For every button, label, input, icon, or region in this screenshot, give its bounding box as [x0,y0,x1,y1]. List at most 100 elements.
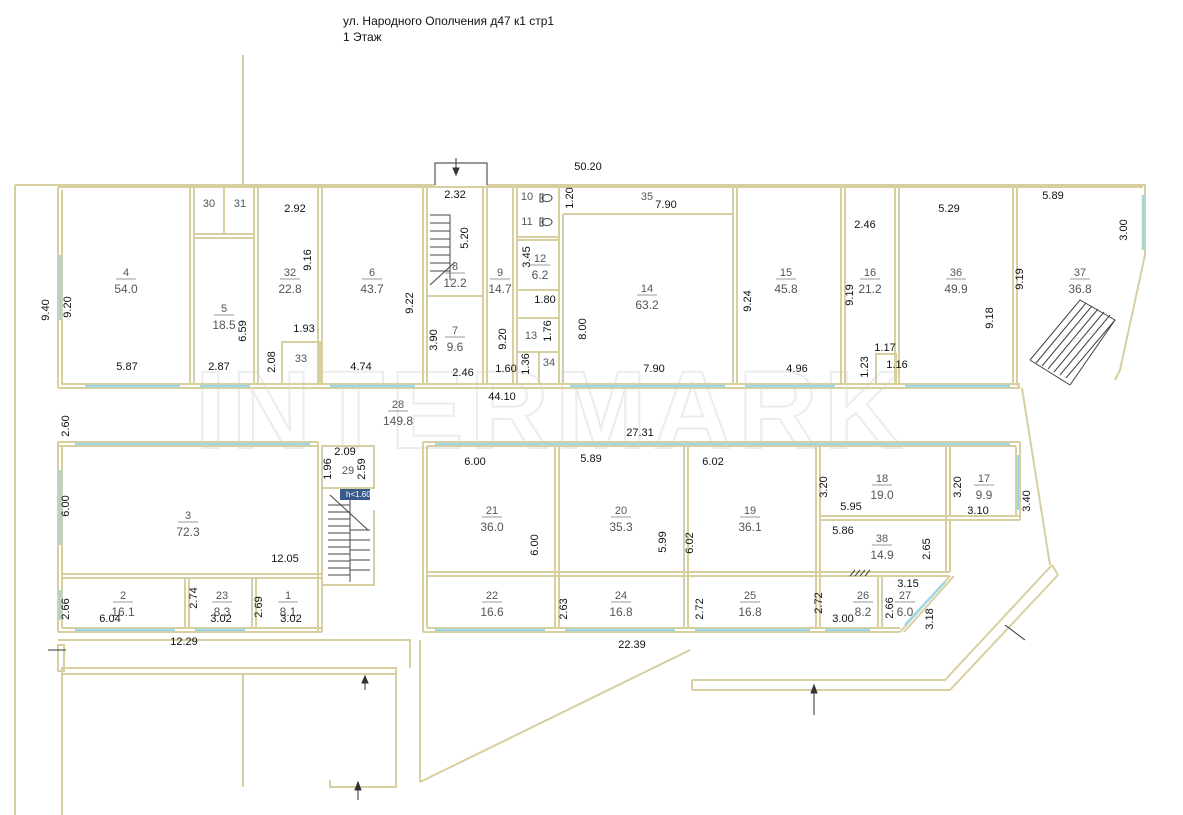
dimension-label: 2.87 [208,361,229,373]
room-area-9: 14.7 [488,282,512,296]
dimension-label: 3.18 [924,608,936,629]
ceiling-height-note: h<1.60 [346,490,371,499]
dimension-label: 2.46 [452,367,473,379]
dimension-label: 2.65 [921,538,933,559]
dimension-label: 2.66 [884,597,896,618]
room-number-21: 21 [486,505,498,517]
dimension-label: 3.02 [280,613,301,625]
room-number-14: 14 [641,283,653,295]
walls [14,55,1146,815]
room-number-9: 9 [497,267,503,279]
room-number-31: 31 [234,198,246,210]
room-number-5: 5 [221,303,227,315]
dimension-label: 9.24 [742,290,754,311]
room-number-30: 30 [203,198,215,210]
room-number-13: 13 [525,330,537,342]
room-number-16: 16 [864,267,876,279]
dimension-label: 3.90 [428,329,440,350]
dimension-label: 3.20 [818,476,830,497]
hatch-room-38 [849,569,871,577]
dimension-label: 2.60 [60,415,72,436]
plan-floor-label: 1 Этаж [343,30,382,44]
room-number-12: 12 [534,253,546,265]
dimension-label: 5.89 [1042,190,1063,202]
room-area-2: 16.1 [111,605,135,619]
room-number-24: 24 [615,590,627,602]
room-area-32: 22.8 [278,282,302,296]
dimension-label: 5.86 [832,525,853,537]
dimension-label: 5.95 [840,501,861,513]
room-number-27: 27 [899,590,911,602]
room-area-3: 72.3 [176,525,200,539]
room-number-3: 3 [185,510,191,522]
room-area-15: 45.8 [774,282,798,296]
dimension-label: 9.20 [62,296,74,317]
dimension-label: 5.89 [580,453,601,465]
dimension-label: 3.15 [897,578,918,590]
room-area-4: 54.0 [114,282,138,296]
room-area-12: 6.2 [532,268,549,282]
room-number-29: 29 [342,465,354,477]
room-number-22: 22 [486,590,498,602]
room-area-24: 16.8 [609,605,633,619]
room-number-35: 35 [641,191,653,203]
dimension-label: 2.08 [266,351,278,372]
room-area-38: 14.9 [870,548,894,562]
room-number-4: 4 [123,267,129,279]
dimension-label: 2.09 [334,446,355,458]
dimension-label: 4.96 [786,363,807,375]
dimension-label: 8.00 [577,318,589,339]
dimension-label: 1.76 [542,320,554,341]
room-area-22: 16.6 [480,605,504,619]
dimension-label: 1.17 [874,342,895,354]
watermark-logo: INTERMARK [195,349,909,472]
room-area-1: 8.1 [280,605,297,619]
room-number-7: 7 [452,325,458,337]
room-area-18: 19.0 [870,488,894,502]
stair-room-37 [1029,299,1116,386]
dimension-label: 1.96 [322,458,334,479]
windows [58,195,1145,632]
room-number-15: 15 [780,267,792,279]
dimension-label: 2.46 [854,219,875,231]
room-area-26: 8.2 [855,605,872,619]
stair-room-29 [328,494,370,582]
room-area-27: 6.0 [897,605,914,619]
dimension-label: 6.04 [99,613,120,625]
dimension-label: 5.29 [938,203,959,215]
room-area-21: 36.0 [480,520,504,534]
dimension-label: 5.20 [459,227,471,248]
dimension-label: 9.19 [844,284,856,305]
dimension-label: 12.05 [271,553,299,565]
room-area-7: 9.6 [447,340,464,354]
stair-room-8 [429,214,456,286]
toilet-fixtures [539,193,553,227]
room-number-6: 6 [369,267,375,279]
dimension-label: 1.60 [495,363,516,375]
dimension-label: 12.29 [170,636,198,648]
room-number-20: 20 [615,505,627,517]
dimension-label: 2.32 [444,189,465,201]
room-area-14: 63.2 [635,298,659,312]
dimension-label: 2.63 [558,598,570,619]
dimension-label: 2.92 [284,203,305,215]
dimension-label: 44.10 [488,391,516,403]
dimension-label: 1.36 [520,353,532,374]
room-number-19: 19 [744,505,756,517]
dimension-label: 9.20 [497,328,509,349]
dimension-label: 1.16 [886,359,907,371]
room-area-16: 21.2 [858,282,882,296]
room-area-8: 12.2 [443,276,467,290]
dimension-label: 9.18 [984,307,996,328]
room-area-28: 149.8 [383,414,413,428]
dimension-label: 3.00 [1118,219,1130,240]
dimension-label: 6.59 [237,320,249,341]
room-number-36: 36 [950,267,962,279]
dimension-label: 6.00 [60,495,72,516]
room-area-36: 49.9 [944,282,968,296]
room-number-26: 26 [857,590,869,602]
dimension-label: 1.20 [564,187,576,208]
room-area-6: 43.7 [360,282,384,296]
room-area-23: 8.3 [214,605,231,619]
